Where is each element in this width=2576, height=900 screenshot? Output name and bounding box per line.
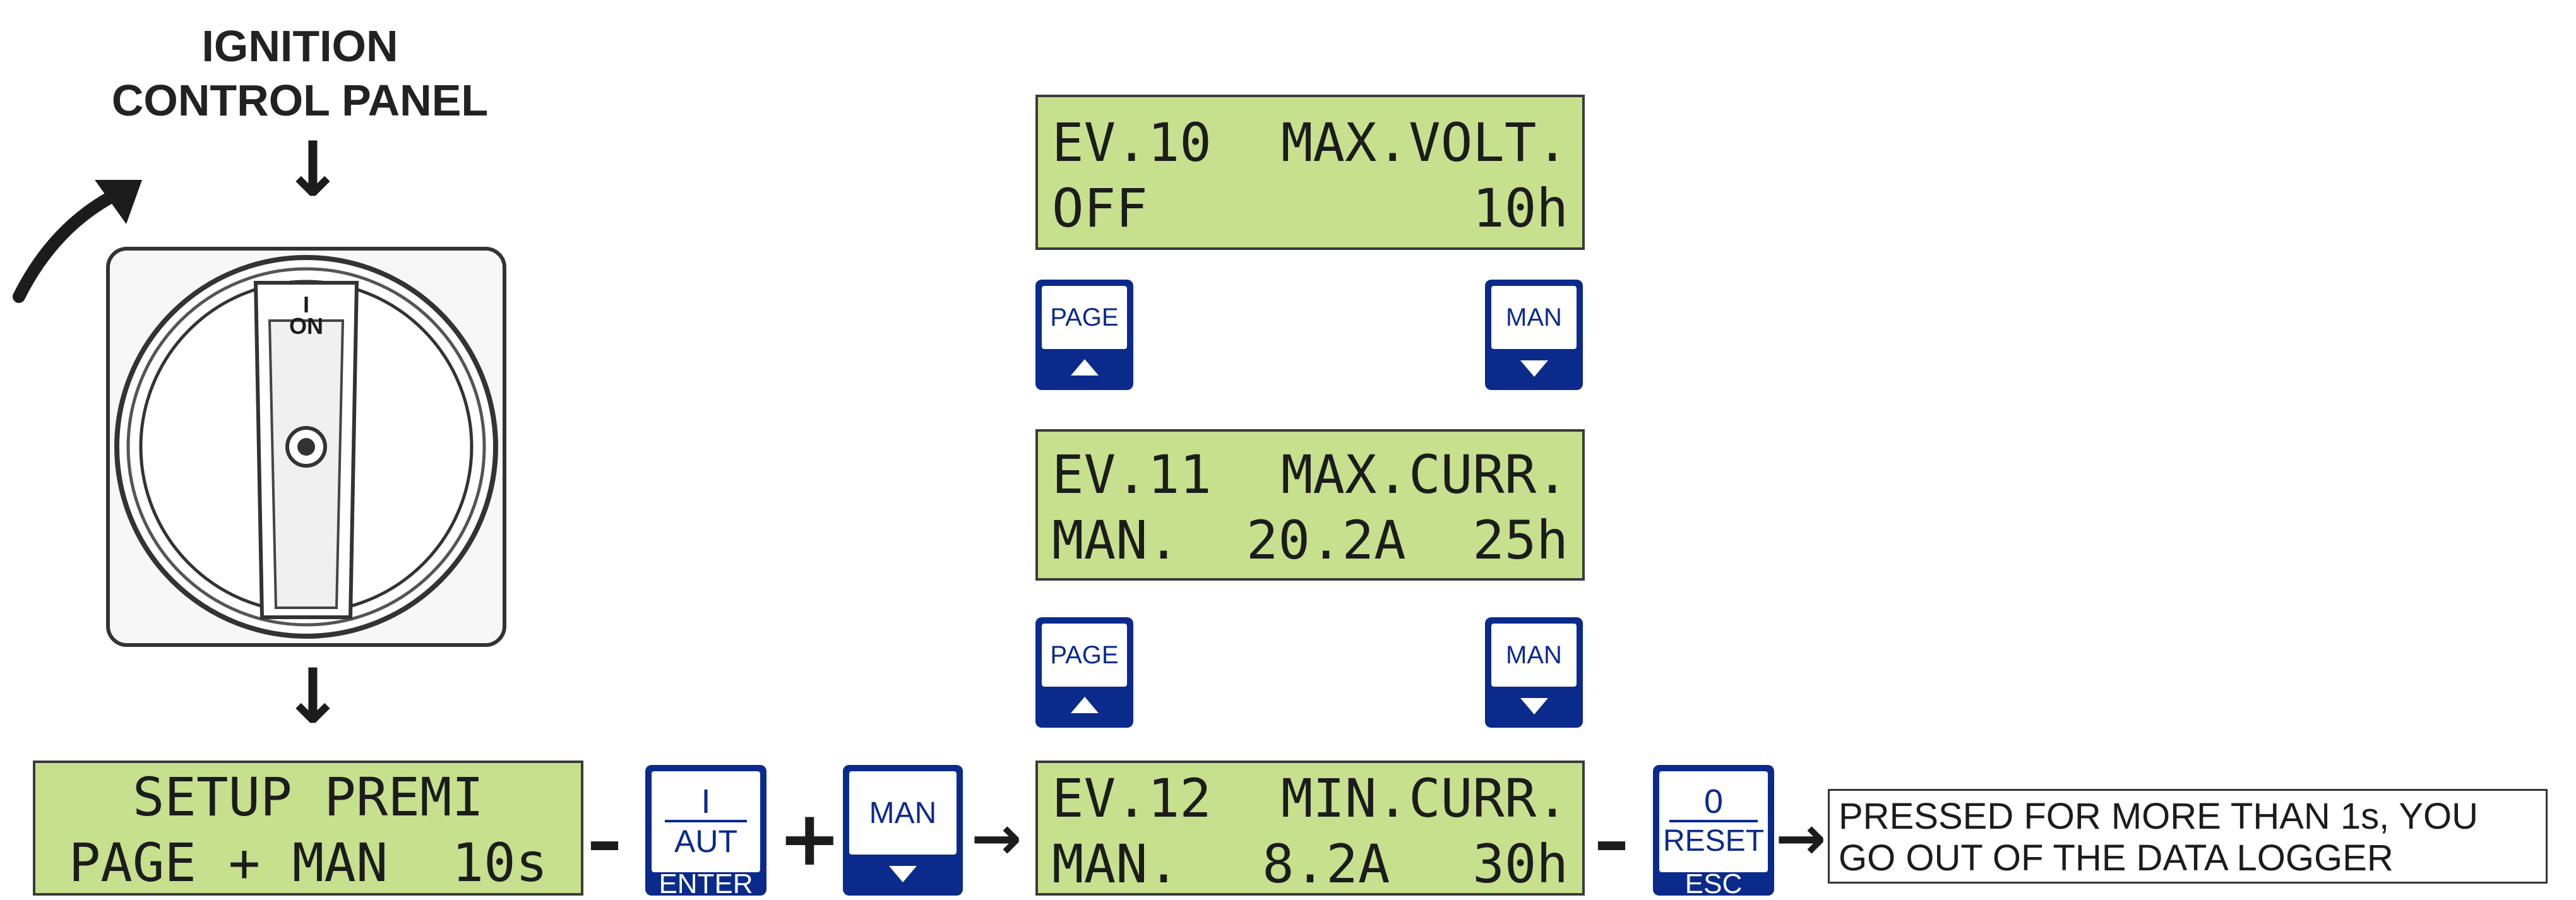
down-arrow-icon: ↓ — [281, 653, 345, 741]
ev11-line-1: EV.11 MAX.CURR. — [1038, 442, 1582, 507]
plus-symbol: + — [778, 795, 842, 883]
reset-key-face: 0 RESET — [1659, 771, 1768, 872]
ev11-value: 20.2A — [1246, 507, 1406, 573]
ev12-line-1: EV.12 MIN.CURR. — [1038, 766, 1582, 831]
down-triangle-icon — [889, 866, 917, 882]
dash-symbol: – — [587, 800, 622, 881]
ev10-name: MAX.VOLT. — [1281, 110, 1568, 175]
man-key-face: MAN — [1491, 286, 1577, 349]
title-line-2: CONTROL PANEL — [95, 73, 505, 127]
setup-display: SETUP PREMI PAGE + MAN 10s — [33, 761, 583, 896]
ev12-id: EV.12 — [1052, 766, 1212, 831]
ev12-hours: 30h — [1472, 831, 1568, 897]
ignition-switch[interactable]: I ON — [104, 245, 508, 649]
aut-key-mid: AUT — [674, 822, 737, 860]
title-line-1: IGNITION — [95, 19, 505, 73]
ev12-line-2: MAN. 8.2A 30h — [1038, 831, 1582, 897]
aut-enter-button[interactable]: I AUT ENTER — [645, 765, 766, 896]
setup-line-1: SETUP PREMI — [35, 764, 581, 830]
ev12-mode: MAN. — [1052, 831, 1179, 897]
event-display-ev12: EV.12 MIN.CURR. MAN. 8.2A 30h — [1035, 761, 1585, 896]
event-display-ev11: EV.11 MAX.CURR. MAN. 20.2A 25h — [1035, 429, 1585, 581]
man-key-label: MAN — [869, 796, 937, 831]
ev10-line-1: EV.10 MAX.VOLT. — [1038, 110, 1582, 175]
down-arrow-icon: ↓ — [281, 126, 345, 214]
man-button[interactable]: MAN — [1485, 280, 1583, 390]
ev11-mode: MAN. — [1052, 507, 1179, 573]
right-arrow-icon: → — [971, 803, 1022, 873]
ev10-line-2: OFF 10h — [1038, 175, 1582, 241]
page-button[interactable]: PAGE — [1035, 280, 1133, 390]
down-triangle-icon — [1520, 698, 1548, 714]
page-key-face: PAGE — [1042, 286, 1127, 349]
man-button[interactable]: MAN — [1485, 617, 1583, 728]
exit-note: PRESSED FOR MORE THAN 1s, YOU GO OUT OF … — [1828, 789, 2548, 884]
up-triangle-icon — [1071, 359, 1099, 376]
setup-line-2: PAGE + MAN 10s — [35, 830, 581, 896]
ev12-name: MIN.CURR. — [1281, 766, 1568, 831]
man-key-label: MAN — [1506, 641, 1562, 670]
ev11-hours: 25h — [1472, 507, 1568, 573]
switch-label: ON — [262, 316, 350, 337]
reset-key-mid: RESET — [1663, 822, 1764, 860]
event-display-ev10: EV.10 MAX.VOLT. OFF 10h — [1035, 95, 1585, 250]
switch-mark: I — [262, 294, 350, 316]
reset-esc-button[interactable]: 0 RESET ESC — [1653, 765, 1774, 896]
reset-key-top: 0 — [1704, 783, 1723, 820]
ev11-name: MAX.CURR. — [1281, 442, 1568, 507]
right-arrow-icon: → — [1775, 803, 1826, 873]
aut-key-top: I — [701, 783, 710, 820]
down-triangle-icon — [1520, 360, 1548, 377]
aut-key-face: I AUT — [652, 771, 760, 872]
ev12-value: 8.2A — [1262, 831, 1390, 897]
ev10-mode: OFF — [1052, 175, 1148, 241]
ev10-hours: 10h — [1472, 175, 1568, 241]
man-key-face: MAN — [849, 771, 957, 855]
ev10-id: EV.10 — [1052, 110, 1212, 175]
up-triangle-icon — [1071, 697, 1099, 713]
man-key-label: MAN — [1506, 304, 1562, 332]
switch-on-label: I ON — [262, 294, 350, 337]
dash-symbol: – — [1594, 800, 1629, 881]
page-key-label: PAGE — [1050, 304, 1118, 332]
diagram-title: IGNITION CONTROL PANEL — [95, 19, 505, 127]
man-button[interactable]: MAN — [843, 765, 963, 896]
page-button[interactable]: PAGE — [1035, 617, 1133, 728]
man-key-face: MAN — [1491, 624, 1577, 687]
ev11-id: EV.11 — [1052, 442, 1212, 507]
ev11-line-2: MAN. 20.2A 25h — [1038, 507, 1582, 573]
page-key-face: PAGE — [1042, 624, 1127, 687]
page-key-label: PAGE — [1050, 641, 1118, 670]
